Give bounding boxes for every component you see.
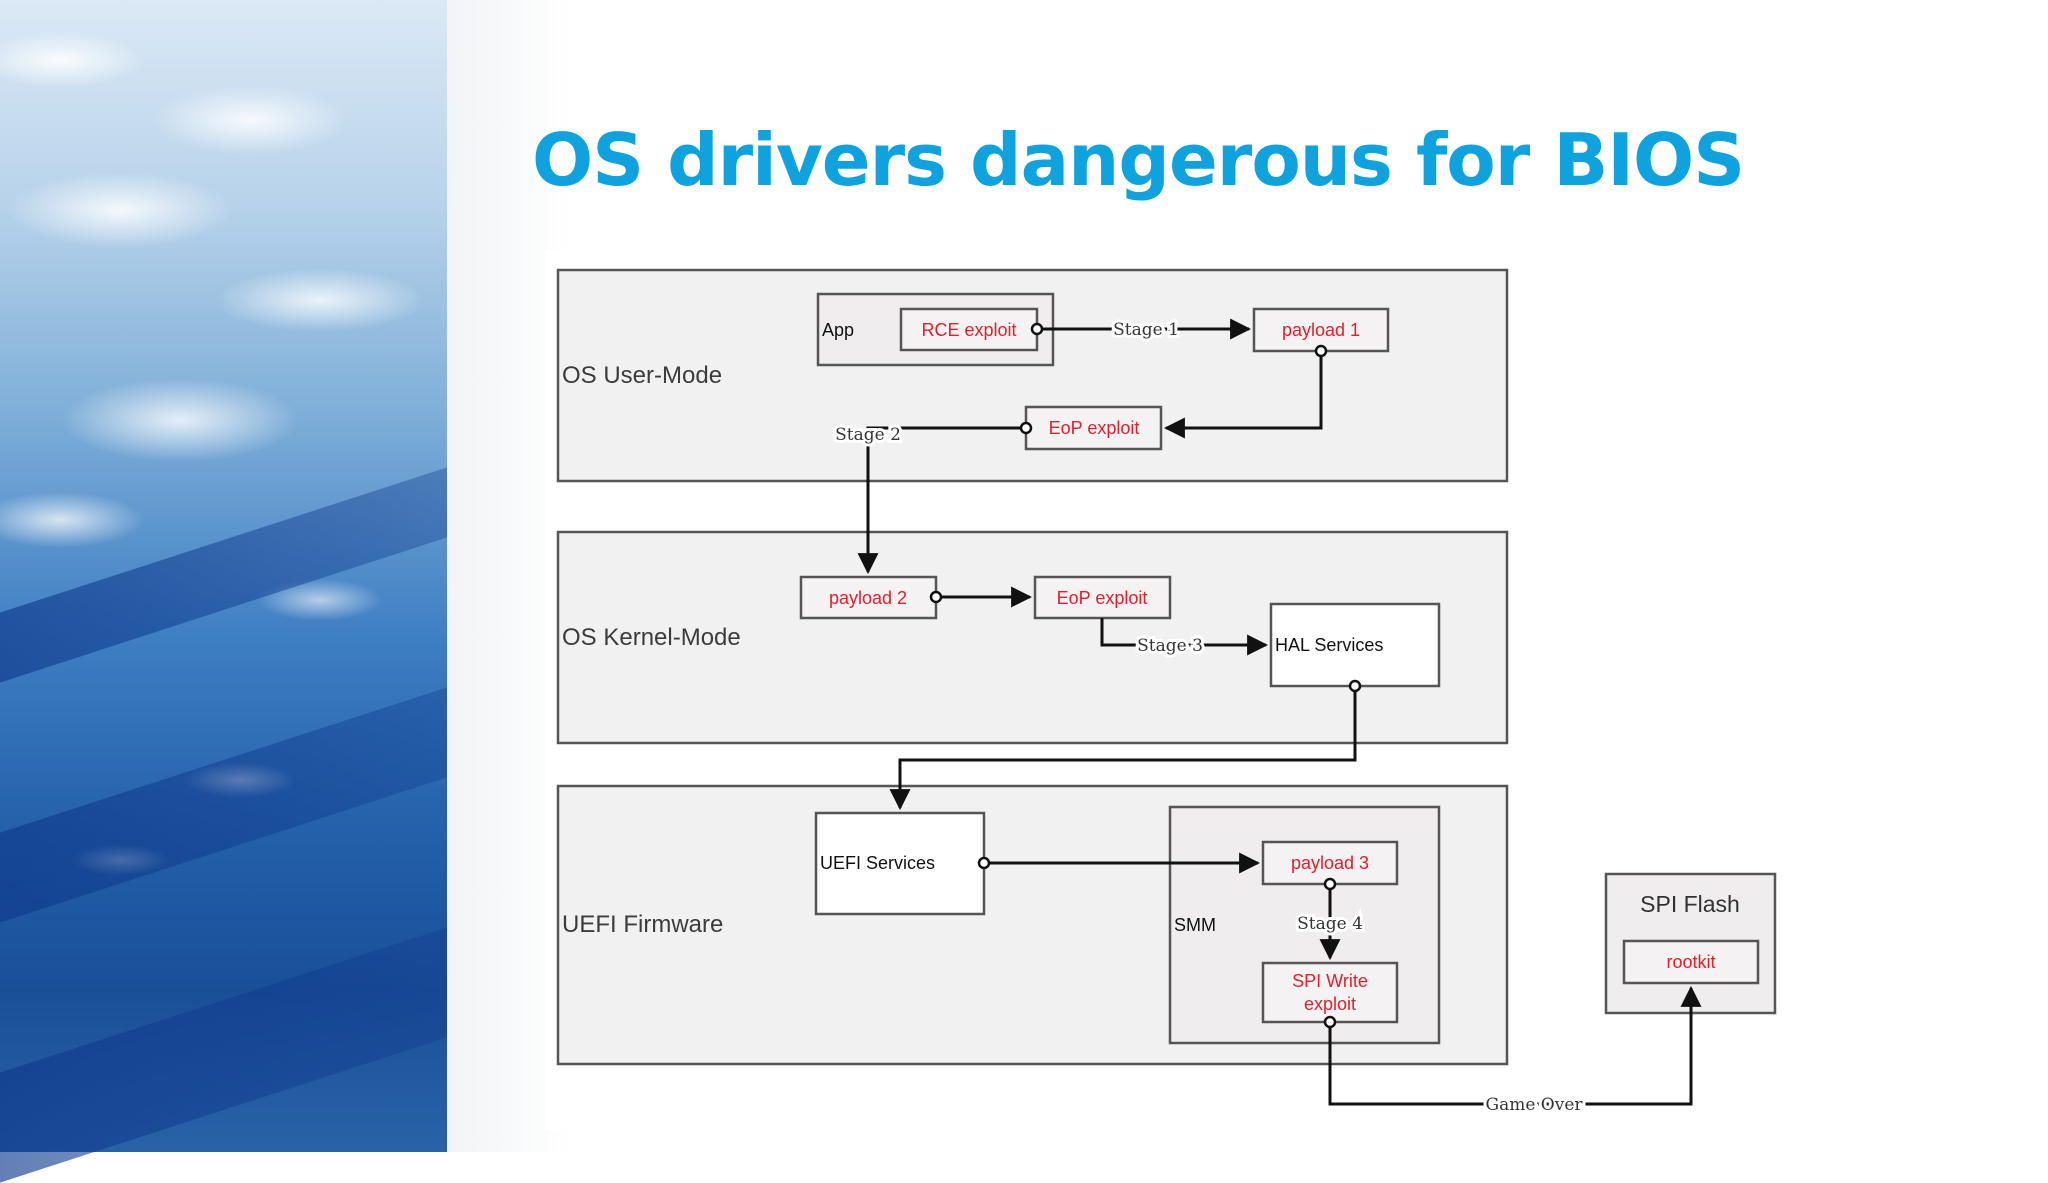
stage-2-label: Stage 2 [835,425,901,445]
edge-eop-to-hal [1100,618,1269,656]
spi-write-exploit-label-line2: exploit [1304,994,1356,1014]
spi-flash-label: SPI Flash [1640,891,1740,917]
stage-4-label: Stage 4 [1297,914,1363,934]
hal-services-label: HAL Services [1275,635,1383,655]
uefi-firmware-label: UEFI Firmware [562,911,723,938]
slide-title: OS drivers dangerous for BIOS [532,118,1745,202]
rootkit-node [1622,939,1760,985]
edge-port-dot [1030,322,1044,336]
rce-exploit-node [899,307,1039,352]
eop-exploit-user-label: EoP exploit [1049,418,1140,438]
edge-port-dot [1323,1015,1337,1029]
stage-1-label: Stage 1 [1113,320,1179,340]
hal-services-node [1269,602,1441,688]
kernel-mode-label: OS Kernel-Mode [562,624,741,651]
uefi-services-node [814,811,986,916]
edge-port-dot [1019,421,1033,435]
rce-exploit-label: RCE exploit [921,320,1016,340]
eop-exploit-kernel-label: EoP exploit [1057,588,1148,608]
edge-hal-to-uefi-services [889,686,1357,811]
app-group-label: App [822,320,854,340]
game-over-label: Game Over [1485,1095,1583,1115]
eop-exploit-user-node [1024,405,1163,451]
uefi-services-label: UEFI Services [820,853,935,873]
stage-3-label: Stage 3 [1137,636,1203,656]
spi-write-exploit-label-line1: SPI Write [1292,971,1368,991]
edge-port-dot [1323,877,1337,891]
edge-port-dot [977,856,991,870]
edge-eop-to-payload2 [857,426,1026,575]
rootkit-label: rootkit [1666,952,1715,972]
edge-spi-write-to-rootkit [1328,985,1702,1106]
payload-3-label: payload 3 [1291,853,1369,873]
attack-chain-diagram: OS User-Mode OS Kernel-Mode UEFI Firmwar… [556,268,1777,1115]
smm-group-label: SMM [1174,915,1216,935]
payload-2-label: payload 2 [829,588,907,608]
user-mode-label: OS User-Mode [562,362,722,389]
edge-port-dot [1348,679,1362,693]
payload-2-node [799,575,938,620]
payload-1-label: payload 1 [1282,320,1360,340]
edge-port-dot [1314,344,1328,358]
edge-payload1-to-eop [1163,351,1323,439]
sky-background-image [0,0,447,1183]
edge-port-dot [929,590,943,604]
